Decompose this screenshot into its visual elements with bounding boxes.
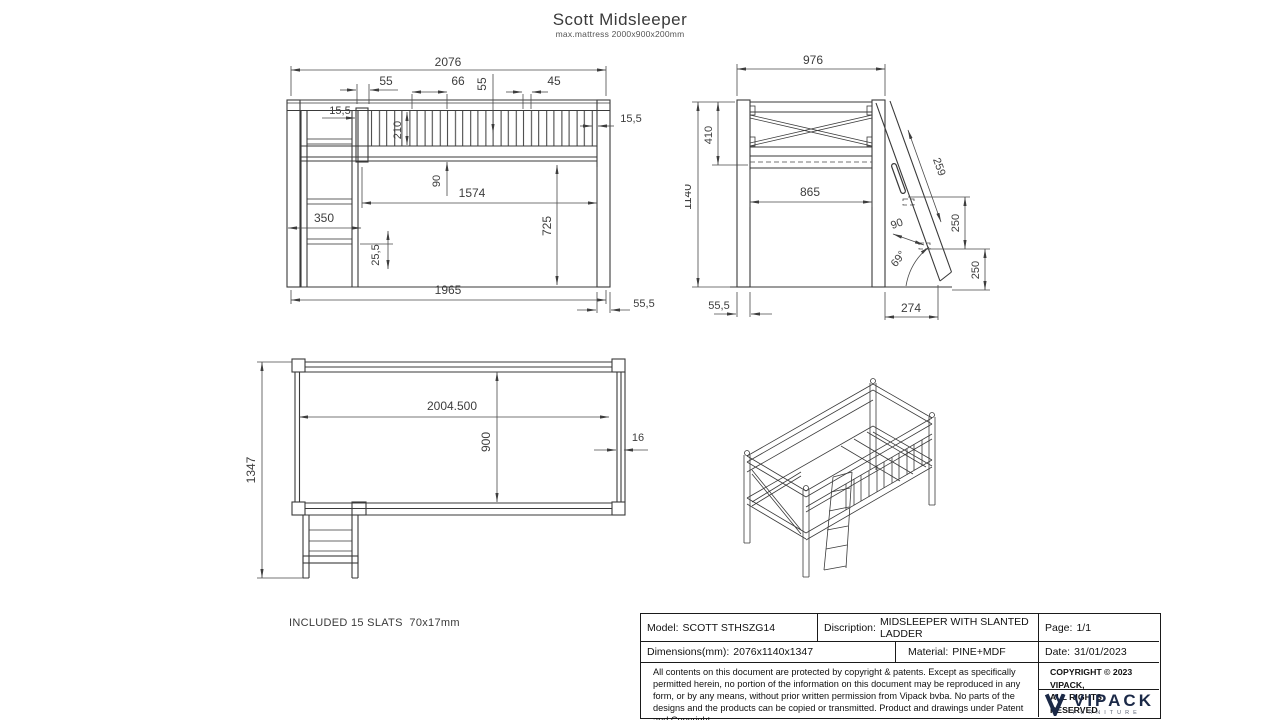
front-view-geometry (286, 99, 611, 288)
dim-side-1140: 1140 (685, 184, 694, 210)
front-view-drawing: 2076 55 66 55 45 15,5 15,5 210 90 (286, 55, 655, 313)
dim-top-length: 2004.500 (427, 399, 477, 413)
dim-front-155-right: 15,5 (620, 113, 641, 125)
brand-name: VIPACK (1073, 690, 1154, 710)
dim-top-1347: 1347 (244, 456, 258, 483)
date-value: 31/01/2023 (1074, 646, 1127, 658)
description-label: Discription: (824, 621, 876, 634)
dim-side-410: 410 (703, 126, 715, 144)
isometric-geometry (743, 378, 936, 578)
top-view-dimensions: 2004.500 900 16 1347 (244, 361, 648, 579)
dim-front-55b: 55 (475, 77, 489, 91)
page-label: Page: (1045, 621, 1073, 634)
dim-front-55a: 55 (379, 74, 393, 88)
page-subtitle: max.mattress 2000x900x200mm (555, 29, 685, 39)
side-view-geometry (730, 99, 953, 288)
dim-front-210: 210 (392, 121, 404, 139)
model-label: Model: (647, 621, 679, 634)
dim-front-555: 55,5 (633, 298, 654, 310)
copyright-line1: COPYRIGHT © 2023 VIPACK, (1050, 667, 1133, 690)
copyright-cell: COPYRIGHT © 2023 VIPACK, ALL RIGHTS RESE… (1039, 663, 1159, 715)
top-view-geometry (291, 358, 626, 579)
vipack-wordmark: VIPACK FURNITURE (1073, 692, 1154, 716)
dim-front-total-width: 2076 (435, 55, 462, 69)
legal-cell: All contents on this document are protec… (641, 663, 1039, 720)
model-cell: Model: SCOTT STHSZG14 (641, 614, 818, 642)
dimensions-label: Dimensions(mm): (647, 646, 730, 658)
model-value: SCOTT STHSZG14 (682, 621, 776, 634)
dim-front-1965: 1965 (435, 283, 462, 297)
dimensions-value: 2076x1140x1347 (733, 646, 814, 658)
copyright-line2: ALL RIGHTS RESERVED (1050, 692, 1102, 715)
dim-side-250a: 250 (950, 214, 962, 232)
dim-top-16: 16 (632, 432, 644, 444)
copyright-text: COPYRIGHT © 2023 VIPACK, ALL RIGHTS RESE… (1045, 663, 1153, 719)
dim-side-angle: 69° (889, 249, 909, 270)
description-value: MIDSLEEPER WITH SLANTED LADDER (879, 615, 1029, 640)
side-view-dimensions: 976 410 1140 865 259 90 69° 250 250 55,5 (685, 53, 990, 320)
page-title: Scott Midsleeper (552, 10, 688, 29)
front-view-dimensions: 2076 55 66 55 45 15,5 15,5 210 90 (287, 55, 655, 313)
dim-front-350: 350 (314, 211, 334, 225)
dim-side-274: 274 (901, 301, 921, 315)
material-cell: Material: PINE+MDF (896, 642, 1039, 663)
dim-front-66: 66 (451, 74, 465, 88)
dim-side-ladder-90: 90 (889, 216, 905, 231)
dim-front-90: 90 (431, 175, 443, 187)
dim-front-725: 725 (540, 216, 554, 236)
vipack-logo-icon (1044, 693, 1066, 716)
dim-front-1574: 1574 (459, 186, 486, 200)
dim-side-865: 865 (800, 185, 820, 199)
page-value: 1/1 (1076, 621, 1092, 634)
dim-side-555: 55,5 (708, 300, 729, 312)
dimensions-cell: Dimensions(mm): 2076x1140x1347 (641, 642, 896, 663)
side-view-drawing: 976 410 1140 865 259 90 69° 250 250 55,5 (685, 53, 990, 320)
date-cell: Date: 31/01/2023 (1039, 642, 1159, 663)
material-value: PINE+MDF (952, 646, 1006, 658)
dim-top-width: 900 (479, 432, 493, 452)
dim-front-45: 45 (547, 74, 561, 88)
description-cell: Discription: MIDSLEEPER WITH SLANTED LAD… (818, 614, 1039, 642)
page-cell: Page: 1/1 (1039, 614, 1159, 642)
logo-cell: VIPACK FURNITURE (1039, 690, 1159, 717)
dim-side-259: 259 (930, 156, 948, 177)
material-label: Material: (908, 646, 949, 658)
dim-front-155-left: 15,5 (329, 105, 350, 117)
dim-front-255: 25,5 (370, 244, 382, 265)
legal-text: All contents on this document are protec… (653, 667, 1024, 720)
date-label: Date: (1045, 646, 1071, 658)
isometric-view-drawing (743, 378, 936, 578)
dim-side-250b: 250 (970, 261, 982, 279)
title-block: Model: SCOTT STHSZG14 Discription: MIDSL… (640, 613, 1161, 720)
dim-side-total-width: 976 (803, 53, 823, 67)
top-view-drawing: 2004.500 900 16 1347 (244, 358, 648, 579)
brand-subtitle: FURNITURE (1073, 709, 1141, 716)
included-slats-note: INCLUDED 15 SLATS 70x17mm (289, 617, 460, 629)
